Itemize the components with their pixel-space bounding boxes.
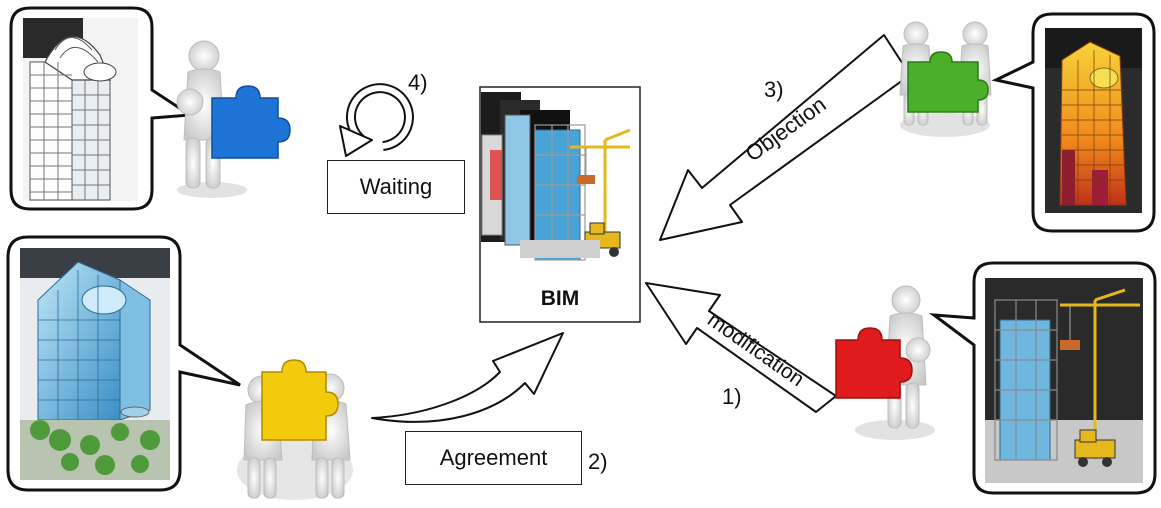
agreement-arrow xyxy=(371,332,564,423)
objection-arrow: Objection xyxy=(659,34,911,241)
green-puzzle-piece-icon xyxy=(907,51,989,113)
blue-puzzle-piece-icon xyxy=(211,85,291,159)
bim-label: BIM xyxy=(541,287,580,310)
modification-label: modification xyxy=(703,308,808,391)
step-1-number: 1) xyxy=(722,384,742,409)
person-with-blue-puzzle-piece xyxy=(176,40,291,198)
yellow-puzzle-piece-icon xyxy=(261,359,339,441)
people-with-yellow-puzzle-piece xyxy=(237,359,353,500)
wireframe-building-image xyxy=(23,18,138,201)
bubble-top-left xyxy=(9,6,195,211)
waiting-label: Waiting xyxy=(359,174,433,199)
step-3-number: 3) xyxy=(764,77,784,102)
agreement-label: Agreement xyxy=(439,445,548,470)
waiting-cycle-arrow-icon xyxy=(339,83,414,157)
construction-site-image xyxy=(985,278,1143,483)
glass-building-image xyxy=(20,248,170,480)
bim-stacked-model-image xyxy=(481,92,631,261)
agreement-label-box: Agreement xyxy=(405,431,582,485)
bubble-bottom-right xyxy=(928,261,1157,495)
red-puzzle-piece-icon xyxy=(835,327,913,399)
bubble-top-right xyxy=(991,12,1156,233)
heatmap-building-image xyxy=(1045,28,1142,213)
step-4-number: 4) xyxy=(408,70,428,95)
bubble-bottom-left xyxy=(6,235,241,492)
person-with-red-puzzle-piece xyxy=(835,285,935,440)
waiting-label-box: Waiting xyxy=(327,160,465,214)
people-with-green-puzzle-piece xyxy=(899,21,992,137)
bim-model-box: BIM xyxy=(479,86,641,323)
step-2-number: 2) xyxy=(588,449,608,474)
